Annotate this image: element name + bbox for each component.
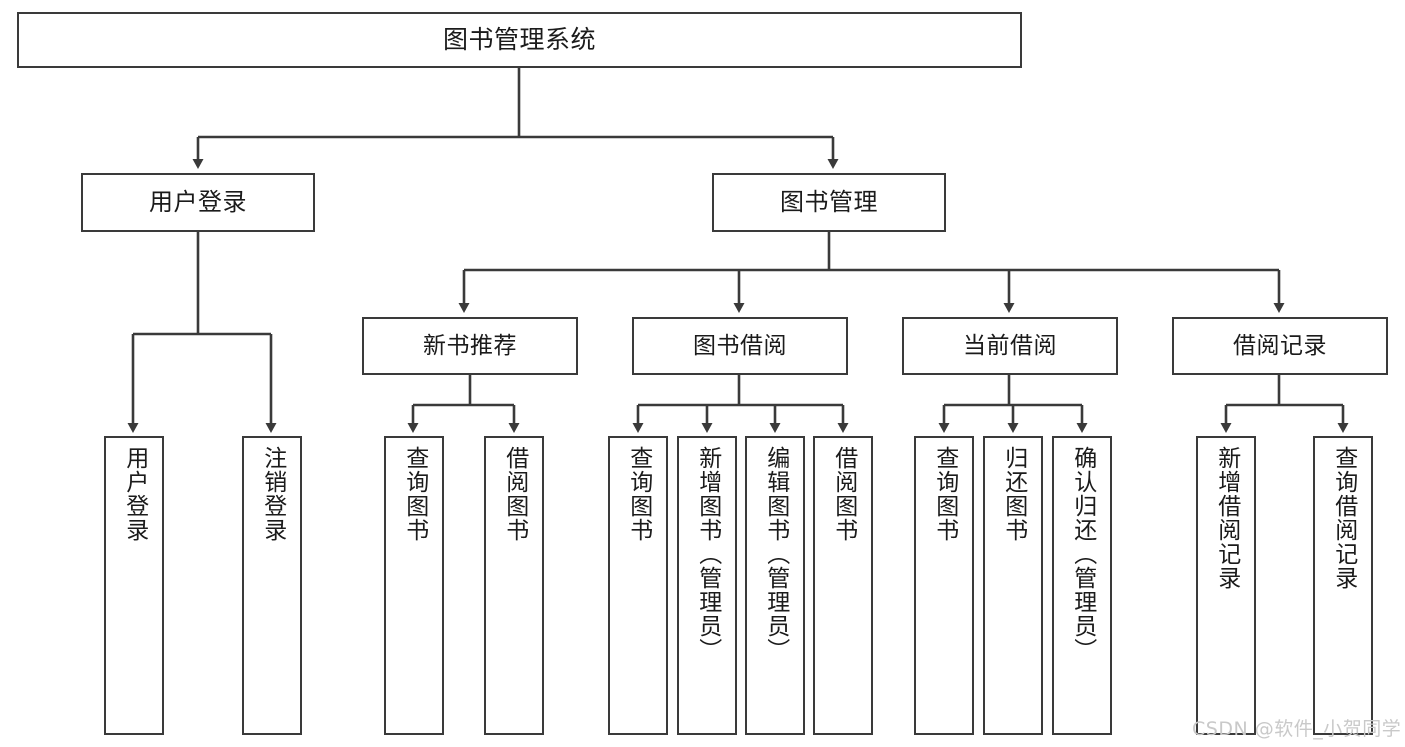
leaf-return-book-label: 归还图书 — [1000, 446, 1027, 542]
node-borrow-record-label: 借阅记录 — [1233, 332, 1327, 359]
csdn-watermark: CSDN @软件_小贺同学 — [1192, 718, 1402, 740]
leaf-query-book-current-label: 查询图书 — [931, 446, 958, 542]
leaf-query-book-borrow-label: 查询图书 — [625, 446, 652, 542]
leaf-borrow-book[interactable]: 借阅图书 — [813, 436, 873, 735]
node-root[interactable]: 图书管理系统 — [17, 12, 1022, 68]
node-book-borrow-label: 图书借阅 — [693, 332, 787, 359]
leaf-add-book-admin[interactable]: 新增图书（管理员） — [677, 436, 737, 735]
leaf-query-book-borrow[interactable]: 查询图书 — [608, 436, 668, 735]
node-user-login[interactable]: 用户登录 — [81, 173, 315, 232]
leaf-add-borrow-record[interactable]: 新增借阅记录 — [1196, 436, 1256, 735]
leaf-user-login[interactable]: 用户登录 — [104, 436, 164, 735]
leaf-confirm-return-admin[interactable]: 确认归还（管理员） — [1052, 436, 1112, 735]
leaf-edit-book-admin[interactable]: 编辑图书（管理员） — [745, 436, 805, 735]
leaf-query-book-current[interactable]: 查询图书 — [914, 436, 974, 735]
node-book-management[interactable]: 图书管理 — [712, 173, 946, 232]
leaf-query-book-recommend-label: 查询图书 — [401, 446, 428, 542]
leaf-confirm-return-admin-label: 确认归还（管理员） — [1069, 446, 1096, 662]
node-root-label: 图书管理系统 — [442, 24, 596, 54]
node-book-management-label: 图书管理 — [780, 187, 878, 216]
node-borrow-record[interactable]: 借阅记录 — [1172, 317, 1388, 375]
node-user-login-label: 用户登录 — [149, 187, 247, 216]
leaf-borrow-book-recommend-label: 借阅图书 — [501, 446, 528, 542]
leaf-return-book[interactable]: 归还图书 — [983, 436, 1043, 735]
leaf-edit-book-admin-label: 编辑图书（管理员） — [762, 446, 789, 662]
leaf-query-borrow-record[interactable]: 查询借阅记录 — [1313, 436, 1373, 735]
leaf-query-borrow-record-label: 查询借阅记录 — [1330, 446, 1357, 590]
leaf-add-book-admin-label: 新增图书（管理员） — [694, 446, 721, 662]
node-new-book-recommend[interactable]: 新书推荐 — [362, 317, 578, 375]
node-current-borrow[interactable]: 当前借阅 — [902, 317, 1118, 375]
leaf-user-login-label: 用户登录 — [121, 446, 148, 542]
node-new-book-recommend-label: 新书推荐 — [423, 332, 517, 359]
leaf-query-book-recommend[interactable]: 查询图书 — [384, 436, 444, 735]
leaf-add-borrow-record-label: 新增借阅记录 — [1213, 446, 1240, 590]
leaf-borrow-book-label: 借阅图书 — [830, 446, 857, 542]
node-book-borrow[interactable]: 图书借阅 — [632, 317, 848, 375]
node-current-borrow-label: 当前借阅 — [963, 332, 1057, 359]
leaf-logout[interactable]: 注销登录 — [242, 436, 302, 735]
leaf-logout-label: 注销登录 — [259, 446, 286, 542]
leaf-borrow-book-recommend[interactable]: 借阅图书 — [484, 436, 544, 735]
